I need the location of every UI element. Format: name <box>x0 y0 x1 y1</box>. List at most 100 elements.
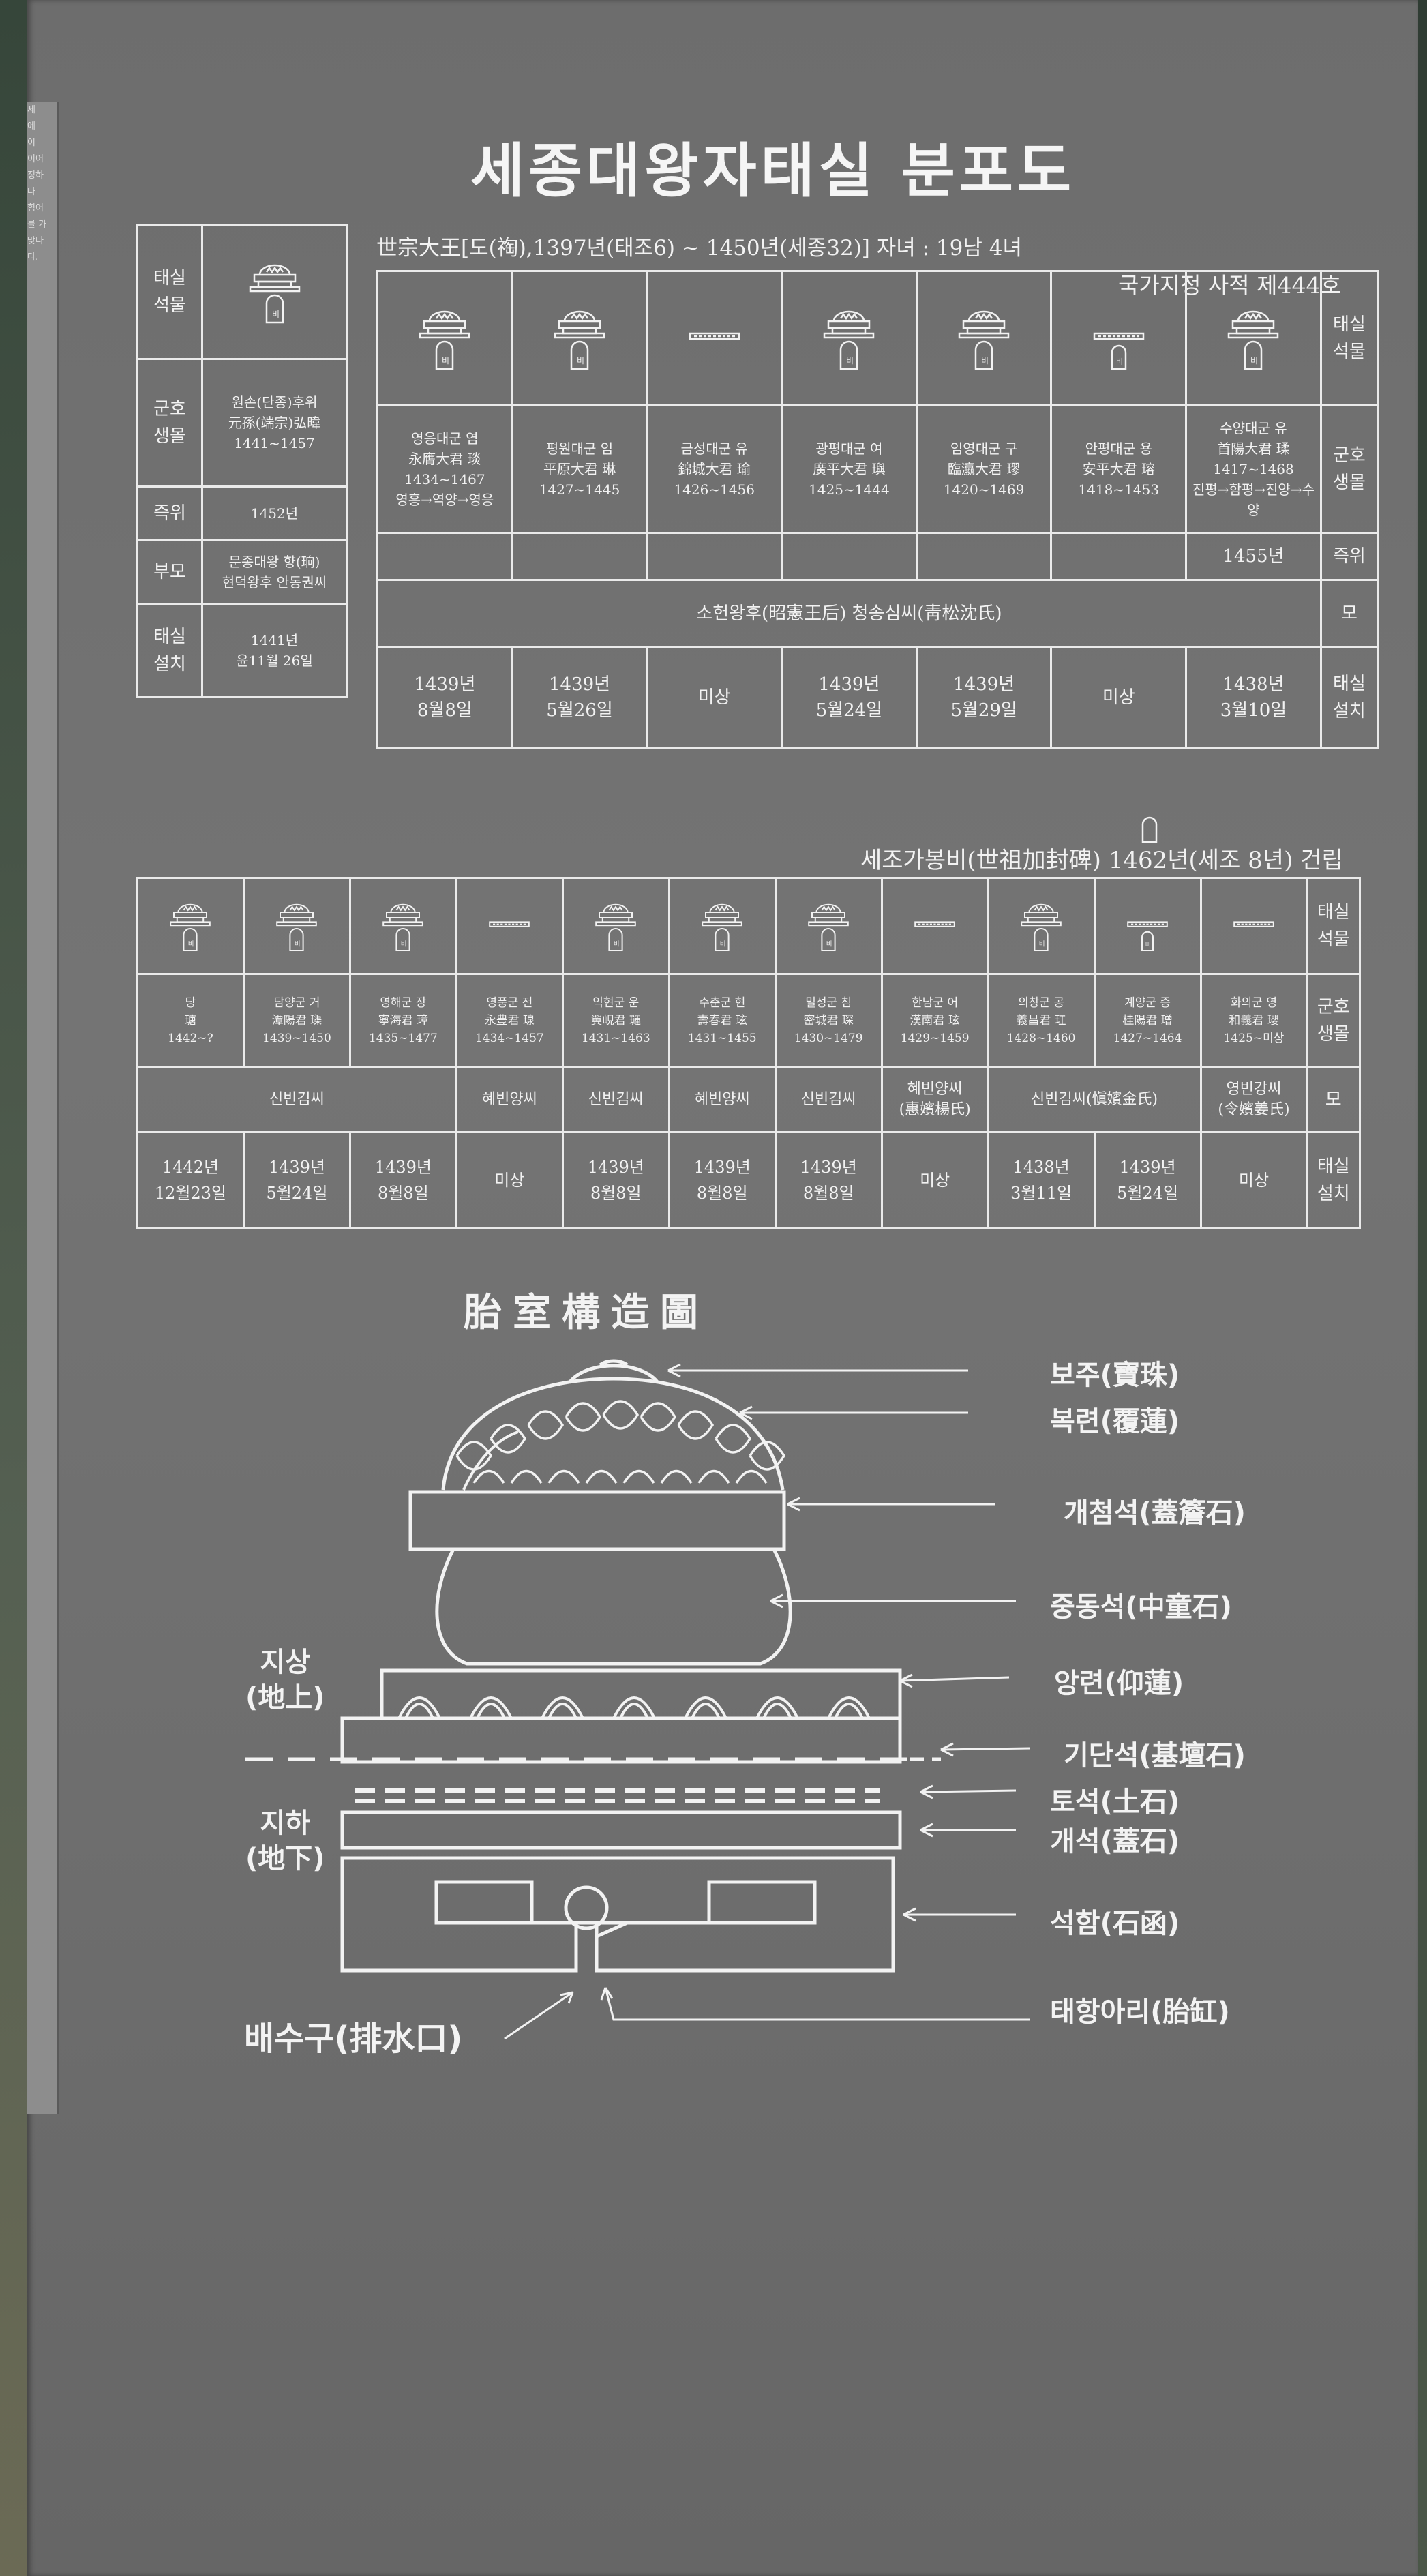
svg-text:비: 비 <box>295 941 301 948</box>
empty-cell <box>646 532 783 581</box>
king-header: 世宗大王[도(祹),1397년(태조6) ~ 1450년(세종32)] 자녀 :… <box>376 236 1022 260</box>
svg-text:비: 비 <box>826 941 832 948</box>
below-ground-text: 지하 (地下) <box>245 1808 325 1874</box>
install-date-cell: 미상 <box>455 1131 564 1229</box>
taesil-stone-full-icon: 비 <box>382 903 424 951</box>
lotus-dome <box>441 1377 786 1491</box>
label-cover-stone: 개석(蓋石) <box>1050 1826 1180 1857</box>
stone-cell: 비 <box>242 877 351 975</box>
label-base-stone: 기단석(基壇石) <box>1064 1740 1246 1771</box>
svg-text:비: 비 <box>1116 357 1123 366</box>
taesil-stone-slab-icon <box>489 921 530 927</box>
label-inverted-lotus: 복련(覆蓮) <box>1050 1406 1180 1437</box>
placenta-jar <box>564 1885 609 1930</box>
roof-stone <box>408 1490 786 1551</box>
taesil-stone-slab-icon <box>689 332 740 340</box>
finial-jewel <box>567 1359 660 1384</box>
drain-label: 배수구(排水口) <box>244 2020 463 2058</box>
taesil-stone-full-icon: 비 <box>702 903 743 951</box>
taesil-stone-full-icon: 비 <box>1228 310 1279 370</box>
stone-cell: 비 <box>667 877 777 975</box>
taesil-stone-full-icon: 비 <box>249 264 300 324</box>
legend-value: 비 <box>201 224 348 360</box>
row-label: 모 <box>1319 579 1379 648</box>
row-label: 즉위 <box>1319 532 1379 581</box>
label-placenta-jar: 태항아리(胎缸) <box>1050 1996 1230 2028</box>
taesil-stone-full-icon: 비 <box>170 903 211 951</box>
taesil-stone-full-icon: 비 <box>824 310 875 370</box>
stone-cell: 비 <box>1185 270 1322 406</box>
svg-text:비: 비 <box>442 356 449 365</box>
svg-text:비: 비 <box>188 941 194 948</box>
svg-text:비: 비 <box>1039 941 1045 948</box>
empty-cell <box>376 532 513 581</box>
svg-text:비: 비 <box>272 310 280 319</box>
mother-cell: 혜빈양씨 <box>667 1066 777 1133</box>
label-stone-box: 석함(石函) <box>1050 1908 1180 1939</box>
upturned-lotus <box>380 1668 902 1720</box>
svg-text:비: 비 <box>846 356 854 365</box>
stone-cell <box>880 877 989 975</box>
svg-text:비: 비 <box>614 941 620 948</box>
stone-cell: 비 <box>511 270 648 406</box>
label-soil-stone: 토석(土石) <box>1050 1786 1180 1818</box>
cover-stone <box>340 1810 902 1850</box>
svg-text:비: 비 <box>1250 356 1258 365</box>
install-date-cell: 미상 <box>1050 646 1188 749</box>
svg-text:비: 비 <box>1145 941 1151 948</box>
taesil-stone-full-icon: 비 <box>554 310 605 370</box>
middle-stone <box>435 1548 792 1666</box>
diagram-title: 胎室構造圖 <box>464 1290 709 1335</box>
stone-cell <box>1199 877 1308 975</box>
stone-cell: 비 <box>561 877 670 975</box>
empty-cell <box>781 532 918 581</box>
empty-cell <box>511 532 648 581</box>
stone-cell <box>646 270 783 406</box>
install-date-cell: 미상 <box>646 646 783 749</box>
stone-cell: 비 <box>136 877 245 975</box>
label-middle-stone: 중동석(中童石) <box>1050 1591 1232 1623</box>
stone-cell: 비 <box>1093 877 1202 975</box>
stone-cell: 비 <box>915 270 1053 406</box>
svg-text:비: 비 <box>981 356 989 365</box>
legend-value: 문종대왕 향(珦)현덕왕후 안동권씨 <box>201 539 348 605</box>
stone-cell: 비 <box>1050 270 1188 406</box>
row-label: 모 <box>1306 1066 1361 1133</box>
svg-text:비: 비 <box>577 356 584 365</box>
install-date-cell: 미상 <box>880 1131 989 1229</box>
mother-cell: 영빈강씨(令嬪姜氏) <box>1199 1066 1308 1133</box>
taesil-structure-diagram <box>245 1359 1030 2040</box>
taesil-stone-full-icon: 비 <box>1021 903 1062 951</box>
taesil-stone-full-icon: 비 <box>808 903 849 951</box>
label-finial: 보주(寶珠) <box>1050 1360 1180 1391</box>
